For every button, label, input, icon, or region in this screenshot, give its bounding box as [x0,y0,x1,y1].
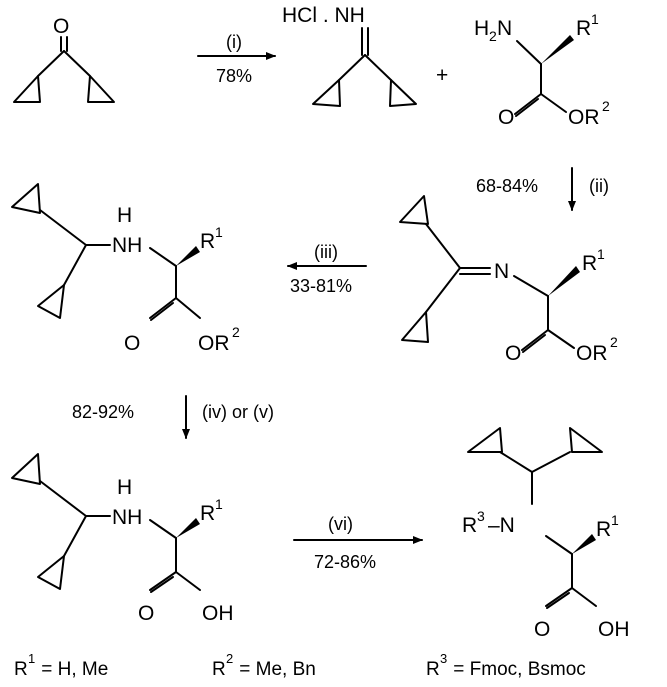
svg-text:3: 3 [440,651,447,666]
atom-N-imine: N [494,260,509,283]
atom-H: H [117,204,132,227]
atom-N-amine: NH [112,234,142,257]
atom-O-carbonyl: O [505,342,521,365]
svg-text:= Me, Bn: = Me, Bn [234,659,316,680]
arrow-step-ii: 68-84% (ii) [476,167,609,211]
amino-ester: H 2 N R 1 O OR 2 [474,11,610,129]
yield-i: 78% [216,66,252,86]
svg-text:= H, Me: = H, Me [36,659,108,680]
atom-sup-1: 1 [591,11,599,27]
reagent-i: (i) [226,32,242,52]
yield-ii: 68-84% [476,176,538,196]
atom-N-carbamate: –N [488,514,515,537]
protected-amino-acid: R 3 –N R 1 O OH [462,427,630,641]
atom-sup-1: 1 [597,246,605,262]
atom-sup-1: 1 [215,496,223,512]
svg-text:R: R [426,659,440,680]
svg-text:R: R [212,659,226,680]
atom-sup-3: 3 [477,508,485,524]
amine-ester: H NH R 1 O OR 2 [11,183,240,355]
yield-iii: 33-81% [290,276,352,296]
imine-hydrochloride: HCl . NH [282,4,417,107]
atom-sup-1: 1 [611,512,619,528]
atom-OR: OR [576,342,608,365]
atom-OH: OH [202,602,234,625]
amino-acid: H NH R 1 O OH [11,453,234,625]
atom-sub-2: 2 [489,28,497,44]
hcl-nh-label: HCl . NH [282,4,365,27]
atom-O-carbonyl: O [534,618,550,641]
yield-vi: 72-86% [314,552,376,572]
atom-sup-2: 2 [232,324,240,340]
atom-H-amine: H [474,17,489,40]
atom-OR: OR [198,332,230,355]
footnote-r2: R 2 = Me, Bn [212,651,316,680]
svg-text:R: R [14,659,28,680]
atom-N-amine: N [497,17,512,40]
atom-R: R [200,230,215,253]
svg-text:1: 1 [28,651,35,666]
arrow-step-iii: (iii) 33-81% [287,242,367,296]
atom-OR: OR [568,106,600,129]
atom-OH: OH [598,618,630,641]
atom-sup-1: 1 [215,224,223,240]
atom-H: H [117,476,132,499]
reagent-iv-v: (iv) or (v) [202,402,274,422]
footnote-r1: R 1 = H, Me [14,651,108,680]
atom-sup-2: 2 [602,98,610,114]
svg-text:2: 2 [226,651,233,666]
atom-O-carbonyl: O [138,602,154,625]
footnote-r3: R 3 = Fmoc, Bsmoc [426,651,586,680]
svg-text:= Fmoc, Bsmoc: = Fmoc, Bsmoc [448,659,586,680]
atom-N-amine: NH [112,506,142,529]
reagent-vi: (vi) [328,514,353,534]
reagent-iii: (iii) [314,242,338,262]
atom-R: R [596,518,611,541]
arrow-step-iv-v: 82-92% (iv) or (v) [72,395,274,439]
atom-sup-2: 2 [610,334,618,350]
atom-R: R [582,252,597,275]
atom-O-carbonyl: O [124,332,140,355]
reagent-ii: (ii) [589,176,609,196]
arrow-step-i: (i) 78% [197,32,276,86]
atom-O-ketone: O [53,15,69,38]
atom-R3: R [462,514,477,537]
atom-O-carbonyl: O [498,106,514,129]
arrow-step-vi: (vi) 72-86% [293,514,423,572]
atom-R: R [200,502,215,525]
dicyclopropyl-ketone: O [13,15,115,103]
yield-iv-v: 82-92% [72,402,134,422]
plus-sign: + [436,64,448,87]
atom-R: R [576,17,591,40]
imine-ester: N R 1 O OR 2 [399,195,618,365]
